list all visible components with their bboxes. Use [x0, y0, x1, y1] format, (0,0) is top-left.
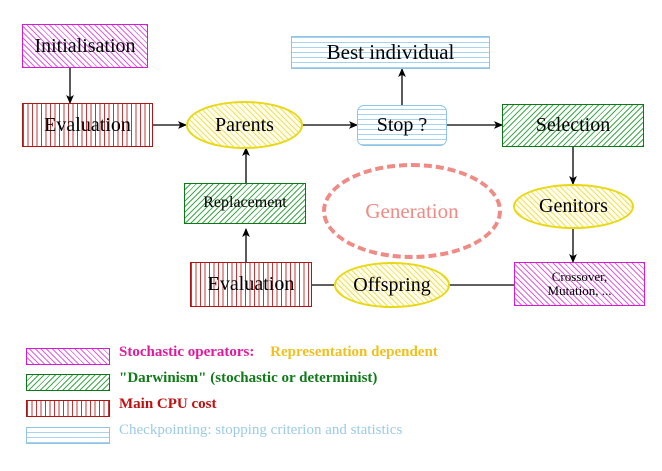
- node-stop[interactable]: Stop ?: [357, 105, 447, 146]
- node-crossover-mutation-label-line1: Crossover,: [551, 269, 608, 285]
- node-offspring[interactable]: Offspring: [334, 262, 450, 308]
- legend-label-main-cpu-cost: Main CPU cost: [119, 396, 217, 412]
- node-replacement[interactable]: Replacement: [184, 183, 306, 224]
- node-initialisation[interactable]: Initialisation: [22, 24, 148, 68]
- legend-label-darwinism: "Darwinism" (stochastic or determinist): [119, 370, 378, 386]
- node-crossover-mutation-label-line2: Mutation, ...: [547, 283, 612, 298]
- node-evaluation-bottom-label: Evaluation: [207, 273, 295, 295]
- node-best-individual-label: Best individual: [326, 40, 455, 65]
- node-offspring-label: Offspring: [353, 273, 431, 296]
- node-best-individual[interactable]: Best individual: [291, 36, 490, 69]
- legend-label-representation-dependent-text: Representation dependent: [270, 344, 438, 360]
- legend-swatch-checkpointing: [26, 427, 110, 444]
- node-genitors-label: Genitors: [539, 195, 608, 217]
- node-parents[interactable]: Parents: [186, 101, 303, 149]
- legend-label-checkpointing: Checkpointing: stopping criterion and st…: [119, 422, 403, 438]
- node-replacement-label: Replacement: [203, 194, 287, 212]
- node-evaluation-top-label: Evaluation: [44, 113, 131, 136]
- node-parents-label: Parents: [215, 113, 274, 136]
- node-initialisation-label: Initialisation: [34, 34, 136, 57]
- node-crossover-mutation[interactable]: Crossover, Mutation, ...: [514, 262, 645, 306]
- node-generation: Generation: [322, 163, 502, 259]
- node-stop-label: Stop ?: [376, 114, 428, 136]
- legend-swatch-cpu-cost: [26, 400, 110, 417]
- node-genitors[interactable]: Genitors: [513, 184, 634, 229]
- legend-swatch-darwinism: [26, 374, 110, 391]
- node-selection-label: Selection: [535, 114, 611, 136]
- node-generation-label: Generation: [365, 198, 459, 223]
- node-evaluation-bottom[interactable]: Evaluation: [190, 262, 312, 307]
- node-evaluation-top[interactable]: Evaluation: [22, 103, 153, 147]
- legend-label-stochastic-operators: Stochastic operators: Representation dep…: [119, 344, 438, 361]
- legend-label-stochastic-operators-text: Stochastic operators:: [119, 344, 255, 360]
- legend-swatch-stochastic: [26, 348, 110, 365]
- node-selection[interactable]: Selection: [502, 104, 644, 147]
